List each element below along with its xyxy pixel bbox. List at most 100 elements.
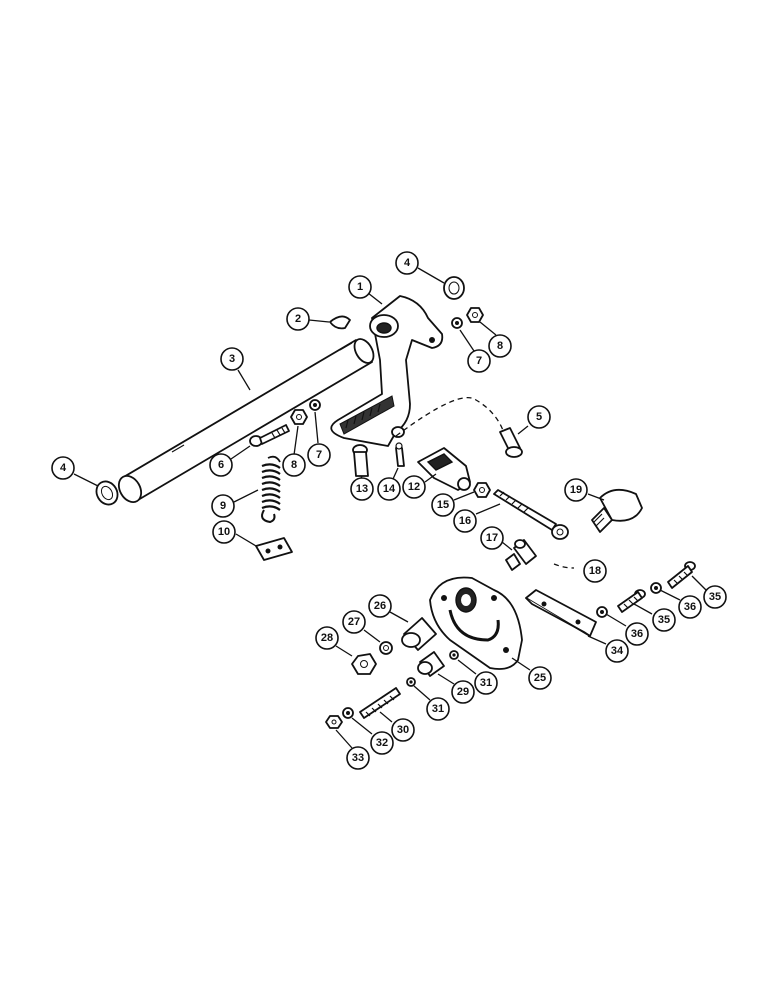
leader-32: [351, 717, 373, 735]
callout-15-label: 15: [437, 499, 449, 511]
leader-15: [453, 491, 475, 501]
callout-35a: 35: [652, 608, 676, 632]
callout-28-label: 28: [321, 632, 333, 644]
leader-36b: [659, 589, 681, 601]
leader-2: [308, 319, 330, 323]
leader-29: [437, 673, 455, 685]
callout-3: 3: [220, 347, 244, 371]
leader-17: [501, 541, 513, 551]
part-washer-right: [443, 276, 465, 300]
part-plate: [255, 537, 293, 561]
callout-32: 32: [370, 731, 394, 755]
callout-35b: 35: [703, 585, 727, 609]
callout-7b-label: 7: [316, 449, 322, 461]
part-nut-upper-7: [451, 317, 463, 329]
part-lockwasher-lower-7: [309, 399, 321, 411]
assembly-line-5: [395, 396, 507, 441]
callout-27-label: 27: [348, 616, 360, 628]
part-washer-32: [342, 707, 354, 719]
part-nut-33: [325, 715, 343, 729]
callout-17-label: 17: [486, 532, 498, 544]
part-bolt-6: [249, 424, 290, 447]
leader-25: [511, 657, 531, 671]
callout-31b: 31: [426, 697, 450, 721]
callout-36a-label: 36: [631, 628, 643, 640]
callout-4a: 4: [51, 456, 75, 480]
assembly-line-18: [553, 563, 575, 569]
part-eyebolt-16: [493, 489, 569, 540]
leader-30: [379, 711, 393, 723]
leader-33: [335, 729, 353, 749]
part-key: [329, 315, 351, 330]
callout-14-label: 14: [383, 483, 396, 495]
part-washer-36-upper: [650, 582, 662, 594]
callout-12: 12: [402, 475, 426, 499]
callout-27: 27: [342, 610, 366, 634]
callout-13-label: 13: [356, 483, 368, 495]
callout-31a: 31: [474, 671, 498, 695]
callout-35b-label: 35: [709, 591, 721, 603]
callout-13: 13: [350, 477, 374, 501]
part-washer-left: [95, 480, 119, 506]
callout-25: 25: [528, 666, 552, 690]
callout-34-label: 34: [611, 645, 624, 657]
callout-31a-label: 31: [480, 677, 492, 689]
callout-6-label: 6: [218, 459, 224, 471]
part-washer-27: [379, 641, 393, 655]
callout-4b: 4: [395, 251, 419, 275]
callout-8b: 8: [282, 453, 306, 477]
callout-12-label: 12: [408, 481, 420, 493]
part-shoulder-bolt-19: [591, 488, 643, 533]
leader-31b: [413, 685, 431, 701]
leader-6: [230, 445, 251, 460]
leader-27: [363, 629, 381, 643]
callout-15: 15: [431, 493, 455, 517]
callout-3-label: 3: [229, 353, 235, 365]
callout-31b-label: 31: [432, 703, 444, 715]
part-bushing-29: [417, 651, 445, 677]
leader-3: [237, 369, 251, 391]
callout-16-label: 16: [459, 515, 471, 527]
callout-16: 16: [453, 509, 477, 533]
callout-28: 28: [315, 626, 339, 650]
callout-2: 2: [286, 307, 310, 331]
part-bolt-5: [499, 427, 523, 458]
callout-4b-label: 4: [404, 257, 411, 269]
leader-26: [389, 611, 409, 623]
callout-14: 14: [377, 477, 401, 501]
callout-8a: 8: [488, 334, 512, 358]
callout-7a: 7: [467, 349, 491, 373]
leader-14: [392, 467, 399, 480]
callout-26: 26: [368, 594, 392, 618]
part-nut-upper-8: [466, 307, 484, 323]
callout-8b-label: 8: [291, 459, 297, 471]
callout-26-label: 26: [374, 600, 386, 612]
part-pedal-arm: [330, 295, 444, 447]
part-bolt-35-lower: [617, 589, 646, 613]
leader-10: [235, 533, 257, 547]
callout-18: 18: [583, 559, 607, 583]
part-bracket-plate: [429, 576, 523, 670]
callout-10: 10: [212, 520, 236, 544]
part-cotter-14: [395, 442, 405, 467]
part-stud-30: [359, 687, 401, 719]
part-washer-31a: [449, 650, 459, 660]
callout-7b: 7: [307, 443, 331, 467]
callout-2-label: 2: [295, 313, 301, 325]
callout-7a-label: 7: [476, 355, 482, 367]
part-spring: [261, 455, 281, 524]
callout-19-label: 19: [570, 484, 582, 496]
part-clevis: [417, 447, 471, 491]
callout-30-label: 30: [397, 724, 409, 736]
leader-1: [367, 292, 383, 305]
leader-4a: [73, 473, 99, 487]
part-washer-36-lower: [596, 606, 608, 618]
part-pin-13: [352, 444, 369, 477]
callout-30: 30: [391, 718, 415, 742]
callout-6: 6: [209, 453, 233, 477]
leader-35b: [691, 575, 707, 591]
leader-36a: [605, 613, 627, 627]
leader-lines: [73, 267, 707, 749]
part-nut-15: [473, 482, 491, 498]
callout-1: 1: [348, 275, 372, 299]
